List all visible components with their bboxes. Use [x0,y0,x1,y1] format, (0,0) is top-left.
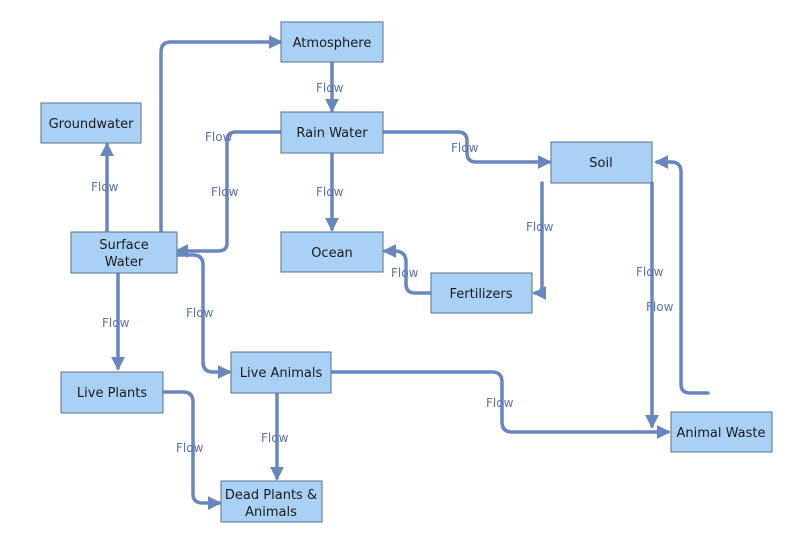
edge-live-plants-to-dead-plants [161,390,222,510]
svg-text:Dead Plants &: Dead Plants & [225,488,317,503]
svg-text:Groundwater: Groundwater [49,117,135,132]
edge-label-rain-water-soil: Flow [451,141,479,155]
node-rain-water: Rain Water [280,111,384,154]
edge-label-soil-fertilizers: Flow [526,220,554,234]
svg-text:Rain Water: Rain Water [296,126,368,141]
edge-label-surface-live-plants: Flow [102,316,130,330]
edge-label-live-animals-waste: Flow [486,396,514,410]
svg-text:Animals: Animals [245,505,297,520]
svg-text:Fertilizers: Fertilizers [450,287,513,302]
svg-text:Atmosphere: Atmosphere [293,36,372,51]
edge-label-rain-water-left: Flow [205,130,233,144]
node-dead-plants-animals: Dead Plants & Animals [220,480,323,523]
node-live-plants: Live Plants [60,371,164,414]
edge-soil-to-fertilizers [532,181,547,300]
edge-label-live-animals-dead: Flow [261,431,289,445]
node-live-animals: Live Animals [230,351,332,394]
edge-fertilizers-to-ocean [382,244,433,295]
edge-surface-water-to-live-animals [175,253,232,379]
svg-text:Live Plants: Live Plants [77,386,147,401]
edge-label-rain-water-surface-water: Flow [211,185,239,199]
node-ocean: Ocean [280,231,384,273]
svg-text:Live Animals: Live Animals [240,366,323,381]
svg-text:Surface: Surface [99,238,149,253]
node-surface-water: Surface Water [70,231,178,274]
edge-label-waste-soil-upper: Flow [636,265,664,279]
edge-label-atmosphere-rain-water: Flow [316,81,344,95]
edge-label-waste-soil-lower: Flow [646,300,674,314]
node-atmosphere: Atmosphere [280,21,384,63]
edge-label-live-plants-dead: Flow [176,441,204,455]
edge-rain-water-to-soil [381,130,552,169]
svg-text:Animal Waste: Animal Waste [677,426,766,441]
svg-text:Ocean: Ocean [311,246,353,261]
edge-label-surface-live-animals: Flow [186,306,214,320]
edge-animal-waste-to-soil [654,155,710,395]
edge-label-fertilizers-ocean: Flow [391,266,419,280]
svg-text:Water: Water [105,255,144,270]
node-groundwater: Groundwater [40,102,142,144]
edge-rain-water-to-surface-water [174,130,283,258]
edge-label-rain-water-ocean: Flow [316,185,344,199]
node-soil: Soil [550,141,653,184]
edge-label-surface-groundwater: Flow [91,180,119,194]
edge-surface-water-to-atmosphere [159,35,283,234]
svg-text:Soil: Soil [589,156,612,171]
edge-live-animals-to-animal-waste [329,370,671,439]
node-animal-waste: Animal Waste [670,411,773,453]
node-fertilizers: Fertilizers [430,272,533,314]
